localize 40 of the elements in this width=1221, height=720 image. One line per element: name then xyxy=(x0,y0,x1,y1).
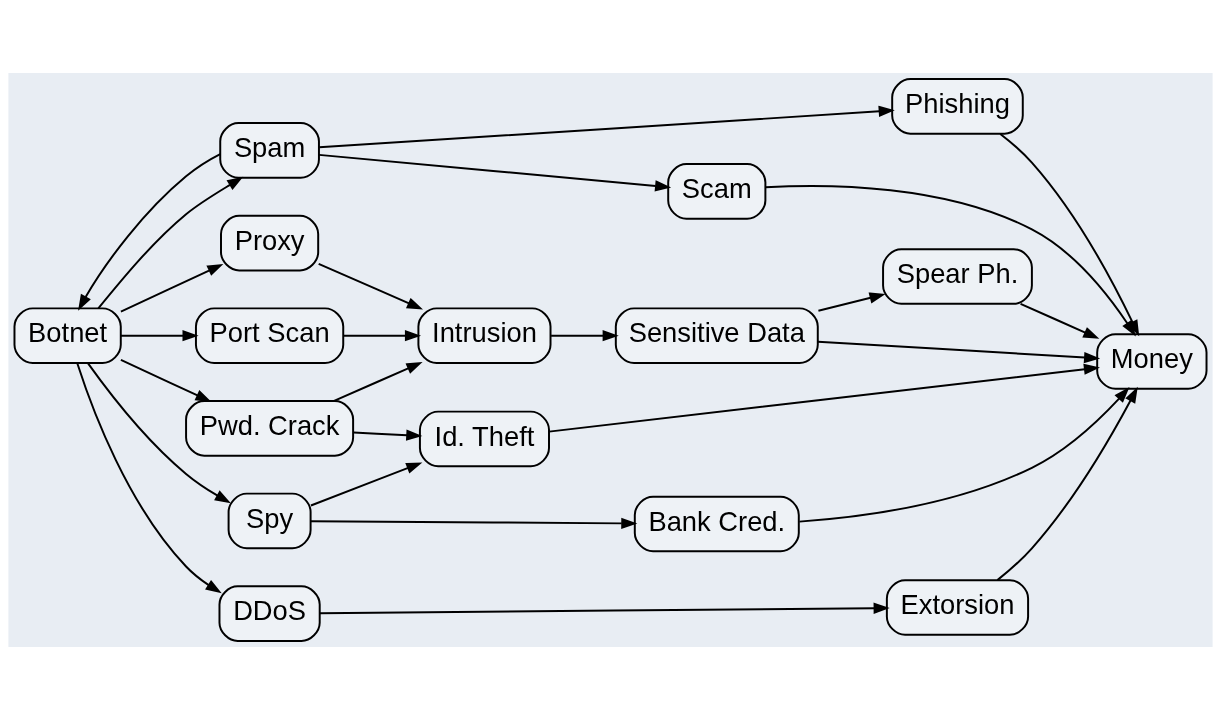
arrow xyxy=(119,263,224,313)
arrow xyxy=(78,153,222,311)
arrow xyxy=(550,330,619,342)
arrow xyxy=(309,462,423,507)
node-box: Id. Theft xyxy=(418,410,550,468)
arrow xyxy=(764,185,1136,337)
arrow xyxy=(817,292,886,312)
node-box: Phishing xyxy=(891,78,1024,135)
node-box: Money xyxy=(1096,333,1208,390)
arrow xyxy=(318,105,895,149)
node-box: Intrusion xyxy=(417,307,552,365)
arrow xyxy=(76,362,222,594)
arrow xyxy=(97,176,244,310)
arrow xyxy=(317,262,424,310)
node-box: Proxy xyxy=(220,214,320,272)
arrow xyxy=(996,386,1138,582)
node-box: Scam xyxy=(667,163,767,220)
arrow xyxy=(342,330,422,342)
arrow xyxy=(817,340,1101,364)
arrow xyxy=(119,330,199,342)
node-box: DDoS xyxy=(218,585,321,642)
arrow xyxy=(548,363,1100,433)
node-box: Extorsion xyxy=(885,579,1030,636)
arrow xyxy=(309,517,638,529)
arrow xyxy=(352,429,423,441)
node-box: Botnet xyxy=(13,307,122,365)
arrow xyxy=(318,602,890,615)
arrow xyxy=(333,362,423,402)
node-box: Spear Ph. xyxy=(882,248,1033,305)
node-box: Bank Cred. xyxy=(633,495,800,553)
arrow xyxy=(119,358,212,403)
arrow xyxy=(1019,302,1100,339)
node-box: Pwd. Crack xyxy=(185,400,355,457)
arrow xyxy=(86,362,231,504)
arrow xyxy=(798,387,1130,523)
node-box: Spy xyxy=(227,492,312,550)
arrow xyxy=(318,153,672,192)
node-box: Sensitive Data xyxy=(614,307,819,365)
node-box: Spam xyxy=(219,122,320,179)
node-box: Port Scan xyxy=(194,307,345,365)
